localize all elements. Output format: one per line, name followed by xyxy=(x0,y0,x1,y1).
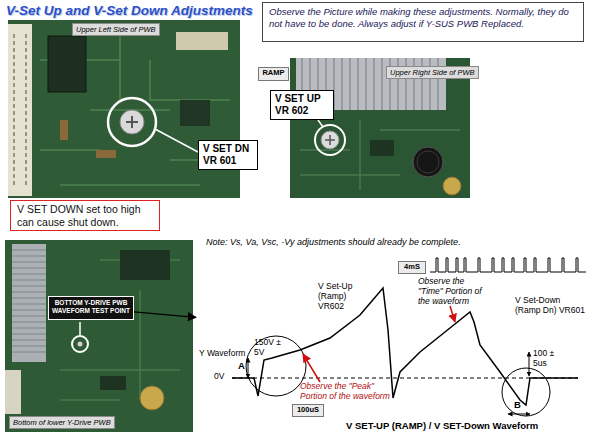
callout-box: V SET UP VR 602 xyxy=(270,90,334,120)
screw xyxy=(140,386,164,410)
pointer-arrow xyxy=(303,354,320,382)
waveform-label: V Set-Down (Ramp Dn) VR601 xyxy=(515,296,587,316)
connector xyxy=(8,24,32,196)
waveform-label: 100 ± 5us xyxy=(533,349,563,369)
waveform-label: V Set-Up (Ramp) VR602 xyxy=(318,282,366,311)
potentiometer-slot xyxy=(325,135,335,145)
pcb-photo xyxy=(8,20,240,198)
node-text: Observe the Picture while making these a… xyxy=(269,6,577,30)
screw xyxy=(443,177,461,195)
waveform-panel-bg xyxy=(196,233,591,437)
tag-box: 4mS xyxy=(398,261,426,274)
pcb-photo: Upper Right Side of PWB xyxy=(290,58,470,198)
waveform-label: 0V xyxy=(214,372,234,382)
node-text: Bottom of lower Y-Drive PWB xyxy=(9,416,115,429)
test-point xyxy=(78,342,83,347)
leader-line xyxy=(318,120,323,127)
node-text: BOTTOM Y-DRIVE PWB WAVEFORM TEST POINT xyxy=(51,299,131,315)
waveform-label: B xyxy=(514,400,524,411)
zero-volt-line xyxy=(232,378,578,379)
warning-box: V SET DOWN set too high can cause shut d… xyxy=(10,200,160,231)
ic-chip xyxy=(120,250,170,280)
dimension-arrow xyxy=(529,352,530,376)
node-text: 4mS xyxy=(399,262,425,273)
pcb-photo: Upper Left Side of PWB xyxy=(8,20,240,198)
resistor xyxy=(96,150,116,158)
note-box: Observe the Picture while making these a… xyxy=(262,2,584,42)
test-point-circle xyxy=(72,336,88,352)
test-point-tag: BOTTOM Y-DRIVE PWB WAVEFORM TEST POINT xyxy=(48,296,134,320)
header xyxy=(176,32,228,50)
pcb-trace xyxy=(60,260,180,400)
ic-chip xyxy=(180,100,210,126)
highlight-circle xyxy=(108,98,156,146)
connector-pins xyxy=(14,34,26,186)
connector xyxy=(5,370,21,414)
time-circle xyxy=(502,368,550,416)
ic-chip xyxy=(48,36,86,92)
tag-box: RAMP xyxy=(258,67,289,81)
node-text: Note: Vs, Va, Vsc, -Vy adjustments shoul… xyxy=(206,237,461,247)
node-text: V SET DN VR 601 xyxy=(203,143,253,167)
potentiometer-slot xyxy=(126,116,138,128)
node-text: RAMP xyxy=(259,68,288,79)
peak-circle xyxy=(246,336,306,396)
pcb-photo: Bottom of lower Y-Drive PWB BOTTOM Y-DRIV… xyxy=(5,240,193,432)
callout-box: V SET DN VR 601 xyxy=(198,140,258,170)
pcb-photo xyxy=(5,240,193,432)
node-text: V SET DOWN set too high can cause shut d… xyxy=(17,203,153,228)
potentiometer xyxy=(321,131,339,149)
waveform-panel: Note: Vs, Va, Vsc, -Vy adjustments shoul… xyxy=(196,233,591,437)
pcb-photo xyxy=(290,58,470,198)
capacitor-top xyxy=(417,151,439,173)
leader-line xyxy=(79,322,81,336)
pcb-trace xyxy=(300,120,460,190)
leader-line xyxy=(155,129,198,152)
capacitor xyxy=(413,147,443,177)
waveform-label: Observe the "Peak" Portion of the wavefo… xyxy=(300,382,392,402)
resistor xyxy=(60,120,68,140)
tag-box: 100uS xyxy=(292,404,324,417)
waveform-label: A xyxy=(238,361,248,372)
pulse-train xyxy=(430,258,586,272)
node-text: Upper Right Side of PWB xyxy=(386,66,479,79)
highlight-circle xyxy=(315,125,345,155)
heatsink xyxy=(12,244,46,362)
waveform-label: 150V ± 5V xyxy=(254,338,282,358)
node-text: V SET UP VR 602 xyxy=(275,93,329,117)
dimension-arrow xyxy=(508,414,530,415)
connector-arrow xyxy=(134,312,196,318)
page-title: V-Set Up and V-Set Down Adjustments xyxy=(6,3,253,18)
node-text: 100uS xyxy=(293,405,323,416)
potentiometer xyxy=(120,110,144,134)
node-text: V SET-UP (RAMP) / V SET-Down Waveform xyxy=(346,420,538,431)
node-text: Upper Left Side of PWB xyxy=(72,23,160,36)
waveform-label: Y Waveform xyxy=(199,349,259,359)
dimension-arrow xyxy=(248,358,249,378)
heatsink-fins xyxy=(12,250,46,352)
ic-chip xyxy=(370,140,394,156)
pointer-arrow xyxy=(450,306,455,322)
ic-chip xyxy=(100,376,126,390)
waveform-label: Observe the "Time" Portion of the wavefo… xyxy=(418,277,484,306)
